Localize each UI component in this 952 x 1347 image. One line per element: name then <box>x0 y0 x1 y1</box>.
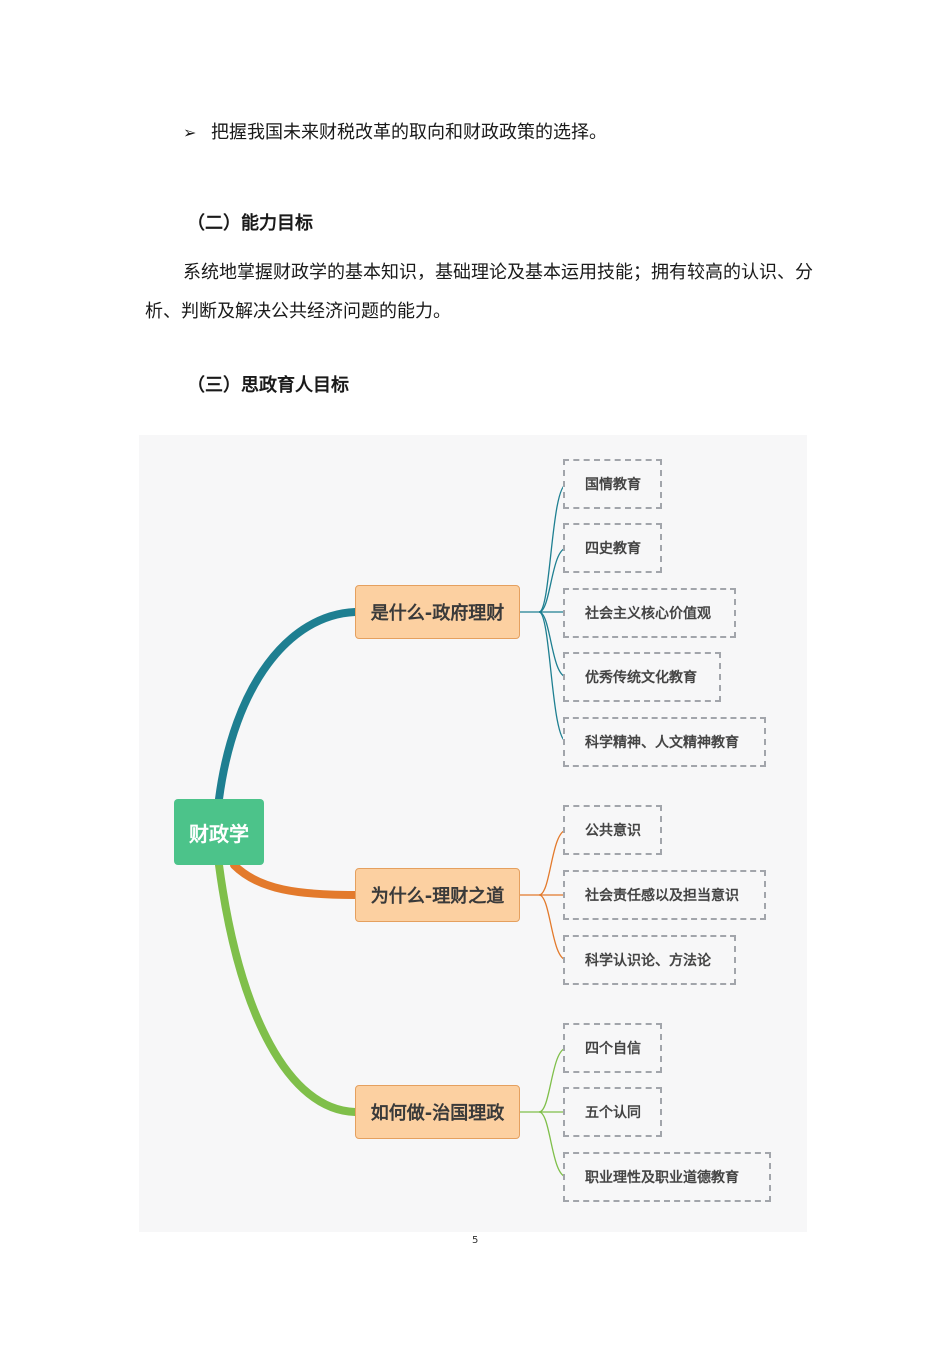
leaf-node: 职业理性及职业道德教育 <box>563 1152 771 1202</box>
mindmap-diagram: 财政学 是什么-政府理财 为什么-理财之道 如何做-治国理政 国情教育 四史教育… <box>139 435 807 1232</box>
connector-branch-3 <box>215 861 359 1116</box>
leaf-node: 公共意识 <box>563 805 662 855</box>
leaf-node: 科学精神、人文精神教育 <box>563 717 766 767</box>
connector-branch-1 <box>215 608 359 803</box>
branch-node-why: 为什么-理财之道 <box>355 868 520 922</box>
leaf-node: 国情教育 <box>563 459 662 509</box>
leaf-node: 五个认同 <box>563 1087 662 1137</box>
connector-leaf-2-3 <box>538 894 568 961</box>
connector-leaf-2-1 <box>520 829 568 896</box>
connector-leaf-3-1 <box>520 1047 568 1113</box>
leaf-node: 科学认识论、方法论 <box>563 935 736 985</box>
connector-branch-2 <box>230 861 359 899</box>
ideology-heading: （三）思政育人目标 <box>187 375 349 396</box>
arrow-bullet-icon: ➢ <box>183 123 197 142</box>
leaf-node: 社会主义核心价值观 <box>563 588 736 638</box>
leaf-node: 四史教育 <box>563 523 662 573</box>
mindmap-connectors <box>215 483 568 1178</box>
page-number: 5 <box>472 1235 479 1246</box>
connector-leaf-1-4 <box>538 611 568 678</box>
connector-leaf-3-3 <box>538 1111 568 1178</box>
ability-paragraph: 系统地掌握财政学的基本知识，基础理论及基本运用技能；拥有较高的认识、分析、判断及… <box>145 262 813 322</box>
leaf-node: 优秀传统文化教育 <box>563 652 721 702</box>
leaf-node: 四个自信 <box>563 1023 662 1073</box>
connector-leaf-1-2 <box>538 547 568 613</box>
leaf-node: 社会责任感以及担当意识 <box>563 870 766 920</box>
connector-leaf-1-1 <box>520 483 568 613</box>
branch-node-how: 如何做-治国理政 <box>355 1085 520 1139</box>
bullet-text: 把握我国未来财税改革的取向和财政政策的选择。 <box>211 122 607 143</box>
ability-heading: （二）能力目标 <box>187 213 313 234</box>
bullet-item: ➢ 把握我国未来财税改革的取向和财政政策的选择。 <box>183 120 607 146</box>
connector-leaf-1-5 <box>538 611 568 743</box>
mindmap-root-node: 财政学 <box>174 799 264 865</box>
branch-node-what: 是什么-政府理财 <box>355 585 520 639</box>
